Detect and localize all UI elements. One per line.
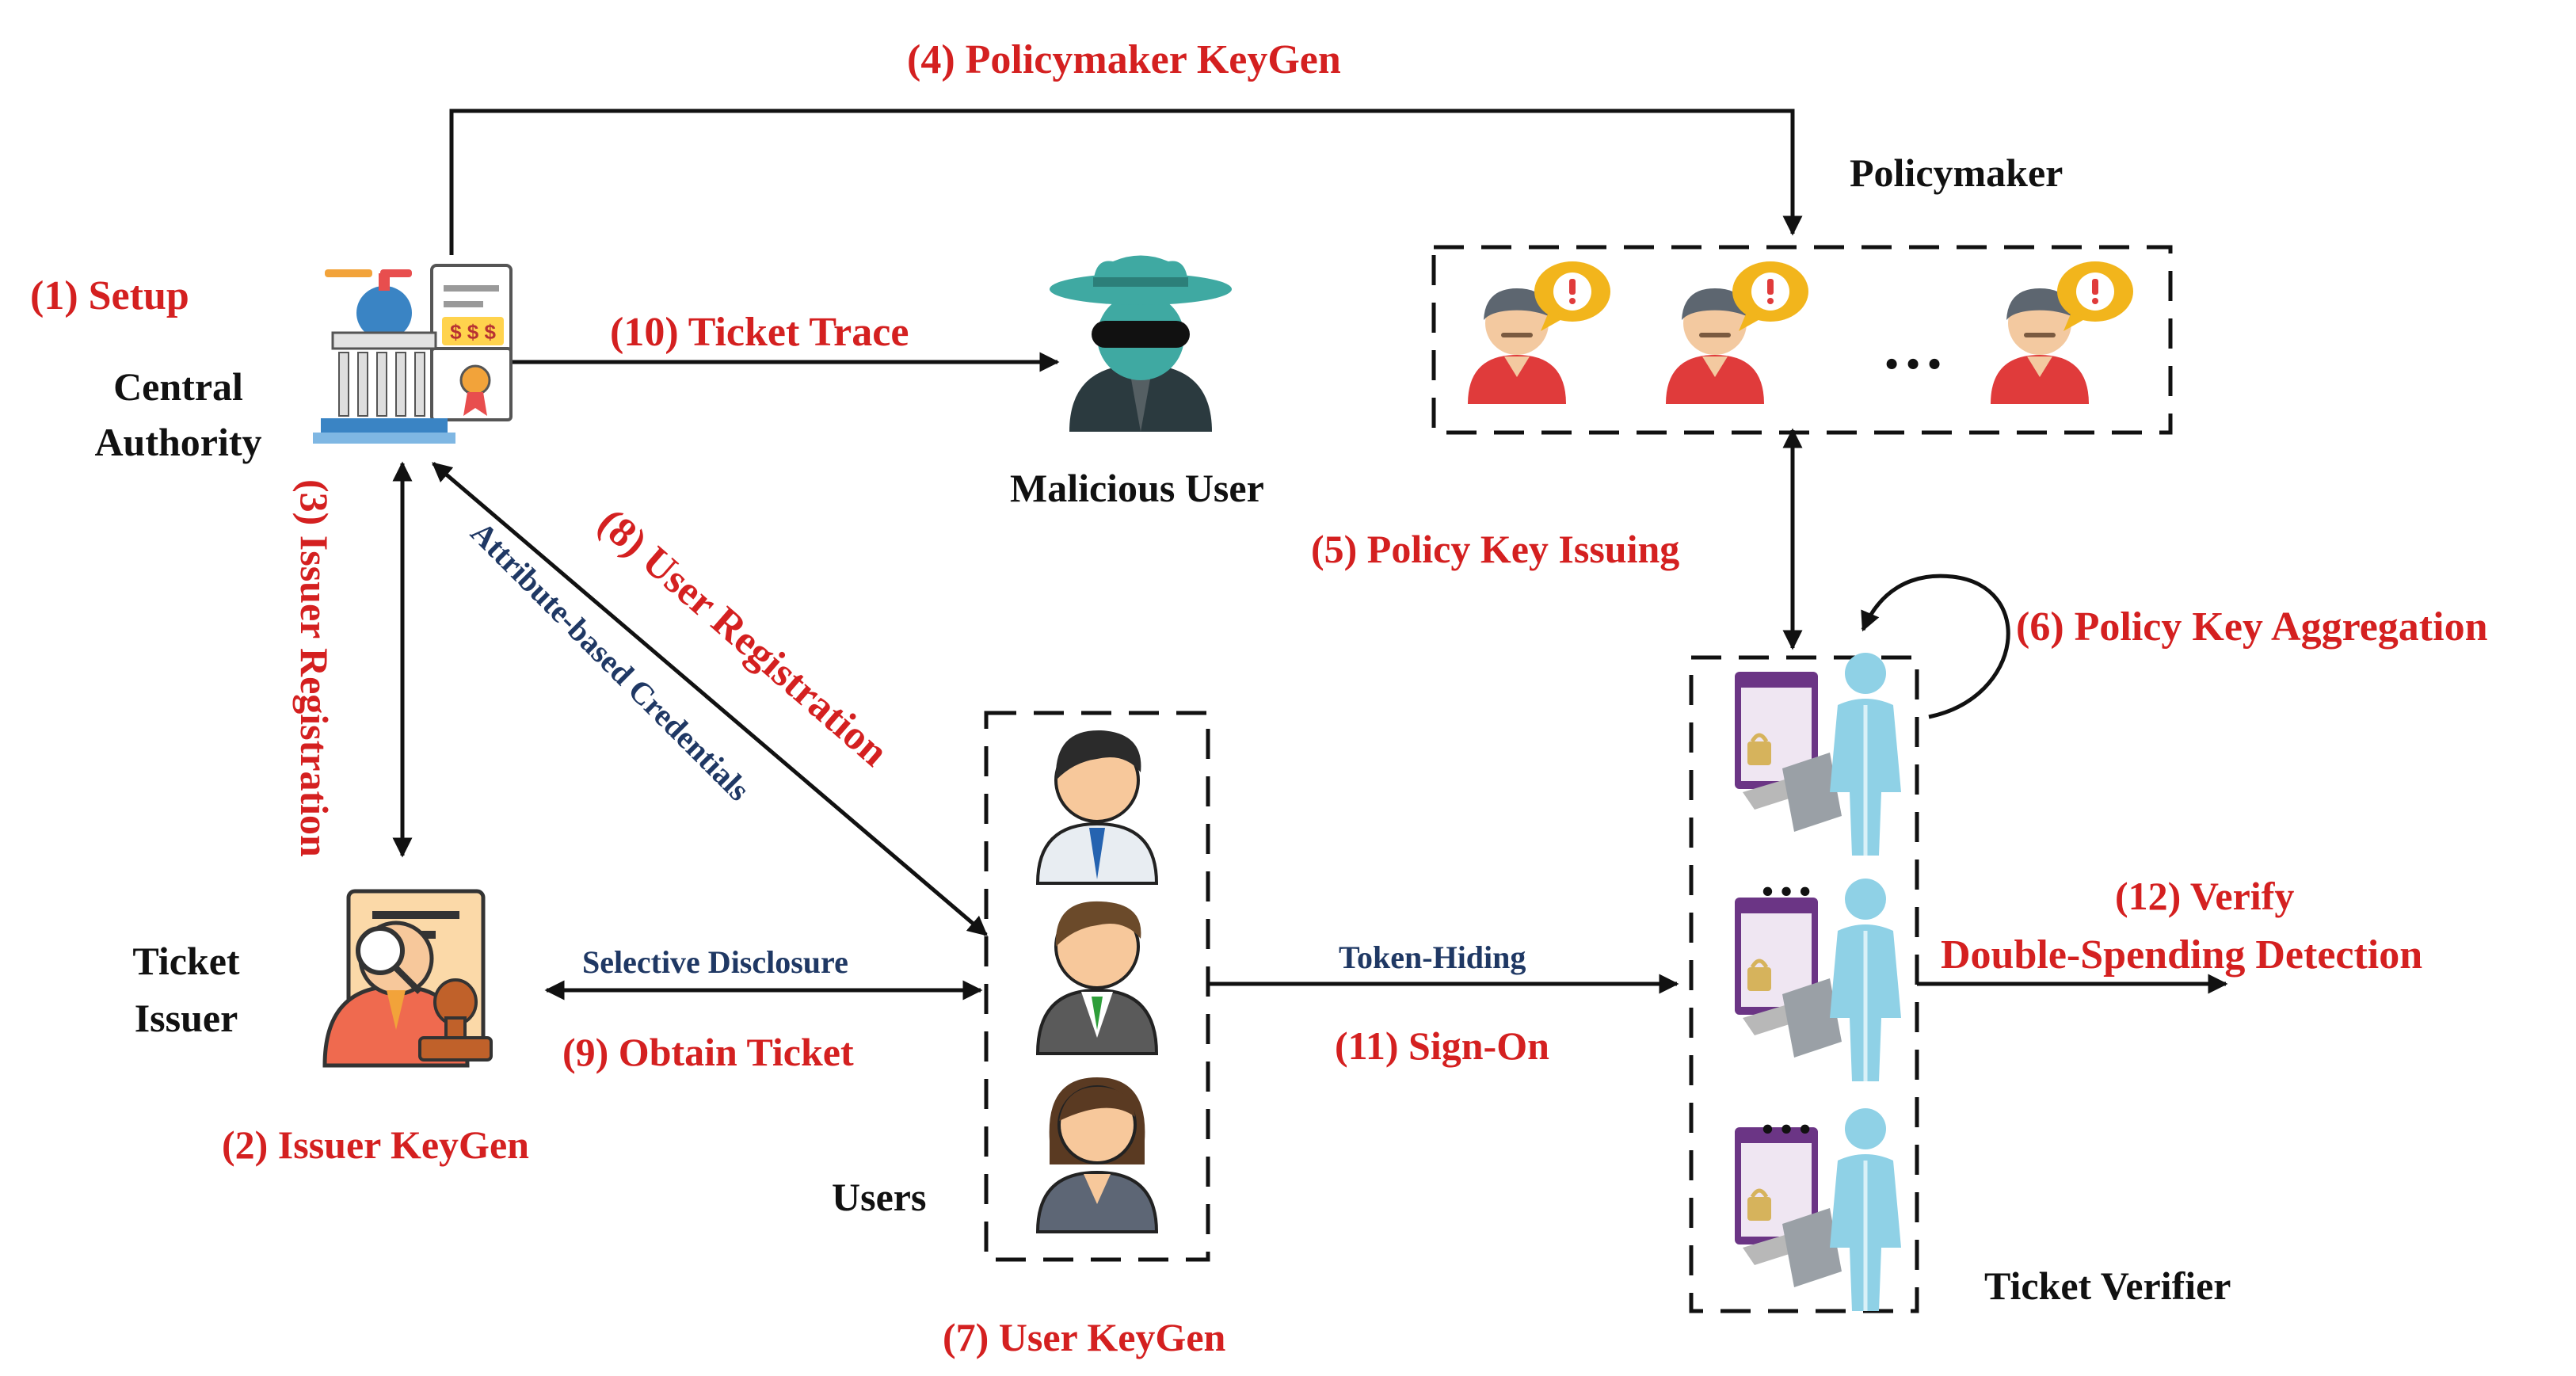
- label-obtain-ticket: (9) Obtain Ticket: [562, 1030, 854, 1074]
- spy-icon: [1050, 255, 1232, 432]
- ticket-issuer-icon: [322, 889, 493, 1068]
- label-setup: (1) Setup: [30, 273, 189, 318]
- government-building-icon: $ $ $: [313, 264, 513, 444]
- ellipsis-policymakers: …: [1881, 313, 1945, 383]
- policymaker-group: [1431, 245, 2173, 435]
- entity-ticket-issuer-line2: Issuer: [135, 996, 238, 1040]
- entity-central-authority-line1: Central: [113, 364, 243, 409]
- entity-central-authority-line2: Authority: [94, 420, 261, 464]
- label-issuer-registration: (3) Issuer Registration: [292, 479, 337, 857]
- policymaker-person-icon: [1468, 261, 1610, 404]
- label-policy-key-issuing: (5) Policy Key Issuing: [1311, 527, 1679, 571]
- edge-user-registration: [432, 462, 988, 936]
- user-avatar-icon: [1035, 901, 1159, 1055]
- svg-text:$ $ $: $ $ $: [450, 320, 496, 344]
- user-avatar-icon: [1035, 730, 1159, 885]
- policymaker-person-icon: [1991, 261, 2133, 404]
- ellipsis-verifiers-1: …: [1759, 847, 1814, 908]
- label-ticket-trace: (10) Ticket Trace: [610, 310, 909, 355]
- entity-ticket-verifier: Ticket Verifier: [1984, 1264, 2231, 1308]
- verifier-computer-icon: [1735, 879, 1901, 1081]
- users-group: [984, 711, 1210, 1262]
- label-policymaker-keygen: (4) Policymaker KeyGen: [907, 37, 1341, 82]
- policymaker-person-icon: [1666, 261, 1808, 404]
- entity-ticket-issuer-line1: Ticket: [132, 939, 240, 983]
- verifier-group: [1689, 655, 1919, 1313]
- label-policy-key-aggregation: (6) Policy Key Aggregation: [2016, 604, 2488, 650]
- label-issuer-keygen: (2) Issuer KeyGen: [222, 1123, 529, 1167]
- ellipsis-verifiers-2: …: [1759, 1084, 1814, 1145]
- edge-policy-key-aggregation: [1861, 574, 2010, 719]
- entity-policymaker: Policymaker: [1850, 151, 2063, 195]
- annotation-token-hiding: Token-Hiding: [1339, 940, 1526, 975]
- label-sign-on: (11) Sign-On: [1335, 1023, 1549, 1068]
- entity-malicious-user: Malicious User: [1010, 466, 1264, 510]
- entity-users: Users: [832, 1175, 926, 1219]
- annotation-attribute-credentials: Attribute-based Credentials: [464, 515, 757, 808]
- edge-policymaker-keygen: [449, 109, 1803, 255]
- edge-sign-on: [1206, 974, 1679, 994]
- verifier-computer-icon: [1735, 653, 1901, 856]
- label-verify: (12) Verify: [2115, 874, 2294, 918]
- label-user-keygen: (7) User KeyGen: [943, 1315, 1226, 1359]
- user-avatar-icon: [1035, 1077, 1159, 1233]
- label-double-spending-detection: Double-Spending Detection: [1941, 932, 2422, 978]
- annotation-selective-disclosure: Selective Disclosure: [582, 944, 848, 980]
